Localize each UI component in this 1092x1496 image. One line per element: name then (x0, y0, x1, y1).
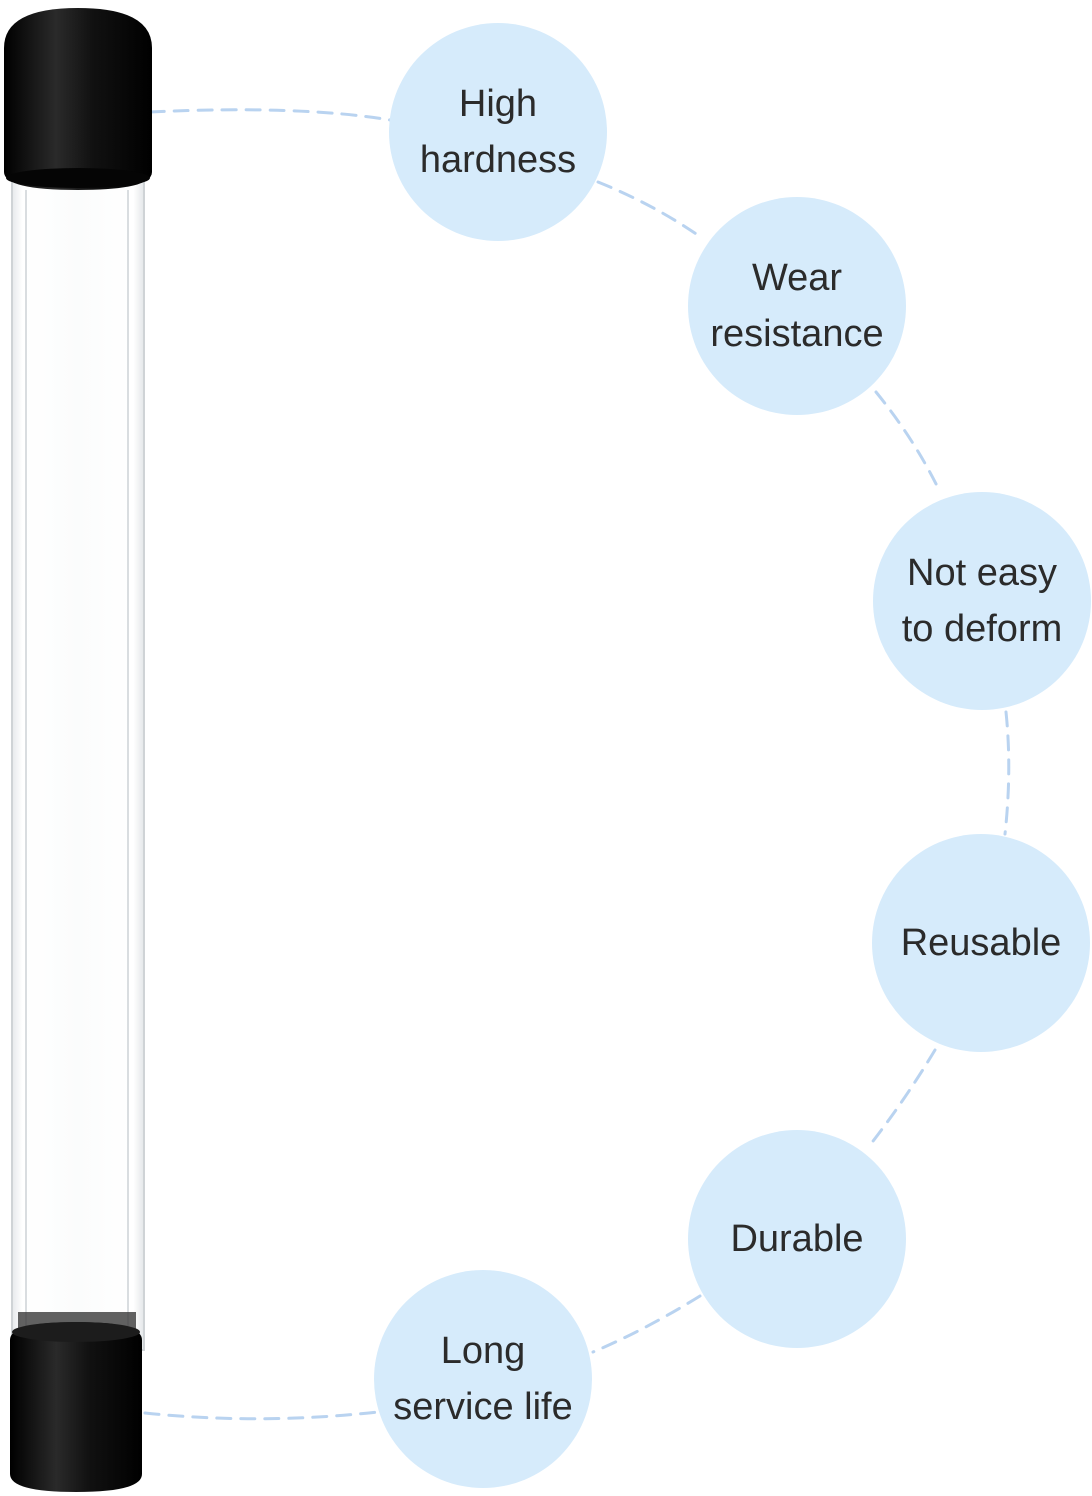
feature-label: Wear resistance (710, 257, 884, 355)
feature-wear-resistance: Wear resistance (688, 197, 906, 415)
feature-high-hardness: High hardness (389, 23, 607, 241)
bottom-cap-rim (12, 1322, 140, 1342)
top-cap-rim (6, 168, 150, 188)
feature-durable: Durable (688, 1130, 906, 1348)
dashed-connector (143, 108, 1011, 1421)
feature-label: High hardness (419, 83, 577, 181)
bubble-life (374, 1270, 592, 1488)
bubble-reusable (872, 834, 1090, 1052)
bottom-cap (10, 1322, 142, 1492)
bubble-durable (688, 1130, 906, 1348)
feature-label: Reusable (900, 922, 1062, 964)
feature-long-service-life: Long service life (374, 1270, 592, 1488)
bubble-wear (688, 197, 906, 415)
tube-body (11, 179, 145, 1351)
feature-reusable: Reusable (872, 834, 1090, 1052)
feature-label: Durable (730, 1218, 864, 1260)
feature-bubbles (374, 23, 1091, 1488)
feature-not-easy-to-deform: Not easy to deform (873, 492, 1091, 710)
feature-label: Not easy to deform (901, 552, 1063, 650)
clear-tube (4, 8, 152, 1492)
bubble-hardness (389, 23, 607, 241)
top-cap (4, 8, 152, 190)
bubble-deform (873, 492, 1091, 710)
feature-label: Long service life (393, 1330, 573, 1428)
